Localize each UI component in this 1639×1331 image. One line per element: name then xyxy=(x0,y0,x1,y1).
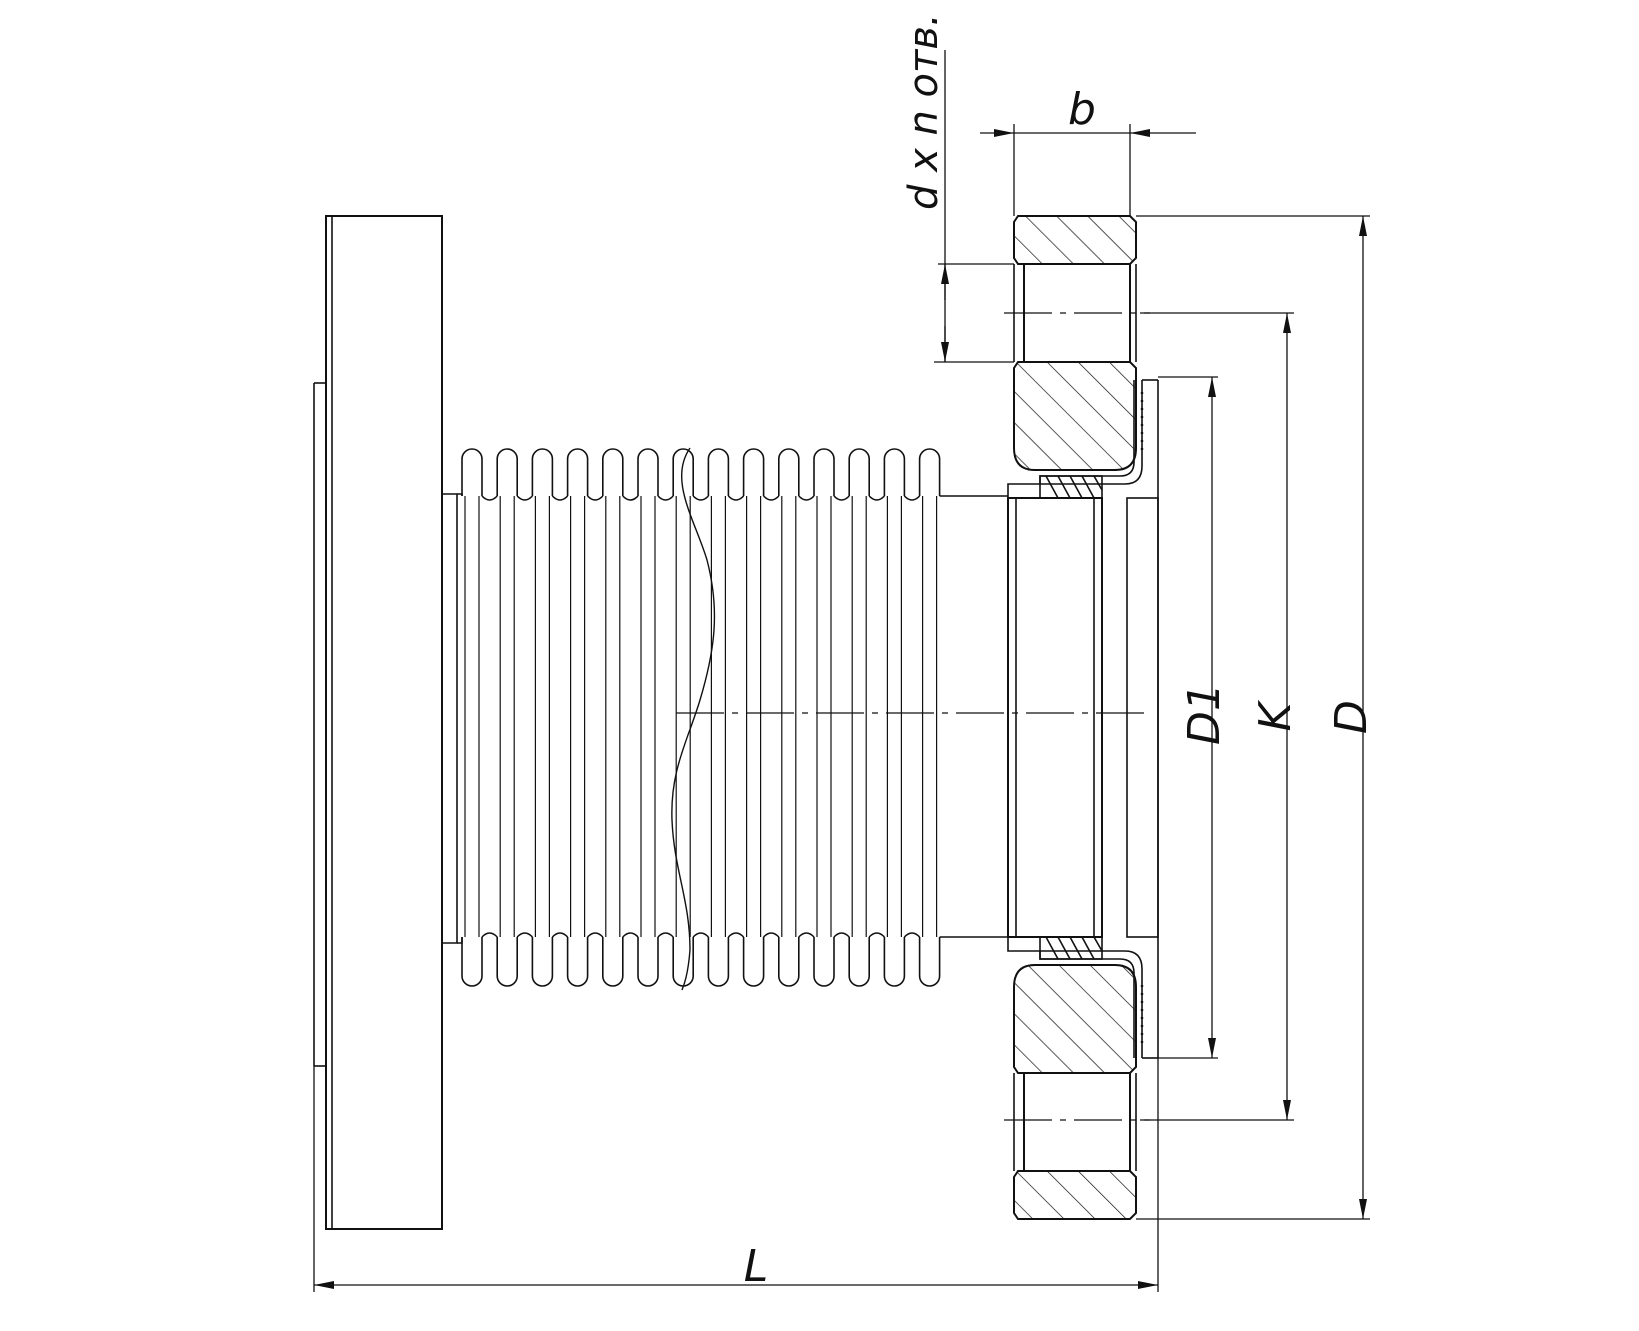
bellows-convolutions xyxy=(457,448,1008,987)
convolution-valley-bottom xyxy=(798,932,815,938)
convolution-top-peak xyxy=(883,448,906,496)
convolution-valley-bottom xyxy=(763,932,780,938)
convolution-valley-bottom xyxy=(657,932,674,938)
convolution-top-peak xyxy=(461,448,483,496)
convolution-bottom-peak xyxy=(848,937,870,987)
convolution-valley-top xyxy=(481,495,498,501)
convolution-bottom-peak xyxy=(531,937,554,987)
convolution-valley-bottom xyxy=(727,932,745,938)
convolution-top-peak xyxy=(637,448,659,496)
label-D1: D1 xyxy=(1179,683,1230,745)
dimension-holes xyxy=(934,50,1014,363)
dimension-L xyxy=(313,1058,1159,1292)
left-flange xyxy=(313,215,443,1230)
label-holes: d x n отв. xyxy=(901,13,947,210)
convolution-valley-bottom xyxy=(903,932,921,938)
convolution-bottom-peak xyxy=(742,937,765,987)
convolution-valley-top xyxy=(657,495,674,501)
convolution-valley-bottom xyxy=(551,932,569,938)
convolution-top-peak xyxy=(566,448,589,496)
label-K: K xyxy=(1250,699,1301,731)
convolution-valley-top xyxy=(868,495,885,501)
convolution-bottom-peak xyxy=(461,937,483,987)
convolution-bottom-peak xyxy=(778,937,800,987)
bellows-start-bottom xyxy=(457,937,463,944)
convolution-bottom-peak xyxy=(602,937,624,987)
convolution-top-peak xyxy=(813,448,835,496)
convolution-valley-top xyxy=(587,495,604,501)
convolution-valley-top xyxy=(833,495,850,501)
left-weld-collar xyxy=(442,493,458,944)
convolution-top-peak xyxy=(848,448,870,496)
convolution-valley-top xyxy=(551,495,569,501)
convolution-valley-top xyxy=(516,495,533,501)
break-line xyxy=(671,447,716,991)
lap-tube-top xyxy=(1007,380,1143,499)
convolution-bottom-peak xyxy=(566,937,589,987)
lap-tube-bottom xyxy=(1007,936,1143,1058)
convolution-bottom-peak xyxy=(883,937,906,987)
convolution-valley-top xyxy=(727,495,745,501)
label-L: L xyxy=(744,1241,769,1292)
convolution-valley-top xyxy=(798,495,815,501)
convolution-valley-bottom xyxy=(516,932,533,938)
convolution-top-peak xyxy=(918,448,941,496)
label-b: b xyxy=(1068,84,1096,135)
right-loose-flange xyxy=(1013,215,1144,1220)
convolution-valley-top xyxy=(692,495,709,501)
convolution-top-peak xyxy=(778,448,800,496)
convolution-valley-bottom xyxy=(622,932,639,938)
bellows-start-top xyxy=(457,493,463,496)
convolution-valley-top xyxy=(903,495,921,501)
convolution-top-peak xyxy=(707,448,730,496)
convolution-bottom-peak xyxy=(918,937,941,987)
convolution-top-peak xyxy=(672,448,694,496)
dimension-D xyxy=(1136,215,1370,1220)
convolution-valley-bottom xyxy=(833,932,850,938)
convolution-valley-bottom xyxy=(481,932,498,938)
centerlines xyxy=(676,312,1150,1121)
dimension-b xyxy=(980,124,1196,216)
convolution-valley-bottom xyxy=(692,932,709,938)
convolution-bottom-peak xyxy=(637,937,659,987)
convolution-bottom-peak xyxy=(496,937,518,987)
convolution-top-peak xyxy=(602,448,624,496)
label-D: D xyxy=(1326,700,1377,734)
convolution-bottom-peak xyxy=(813,937,835,987)
convolution-valley-top xyxy=(763,495,780,501)
convolution-top-peak xyxy=(742,448,765,496)
convolution-bottom-peak xyxy=(707,937,730,987)
convolution-valley-bottom xyxy=(587,932,604,938)
dimension-K xyxy=(1140,312,1294,1121)
convolution-top-peak xyxy=(496,448,518,496)
dimension-D1 xyxy=(1158,376,1218,1059)
convolution-valley-top xyxy=(622,495,639,501)
convolution-top-peak xyxy=(531,448,554,496)
convolution-valley-bottom xyxy=(868,932,885,938)
